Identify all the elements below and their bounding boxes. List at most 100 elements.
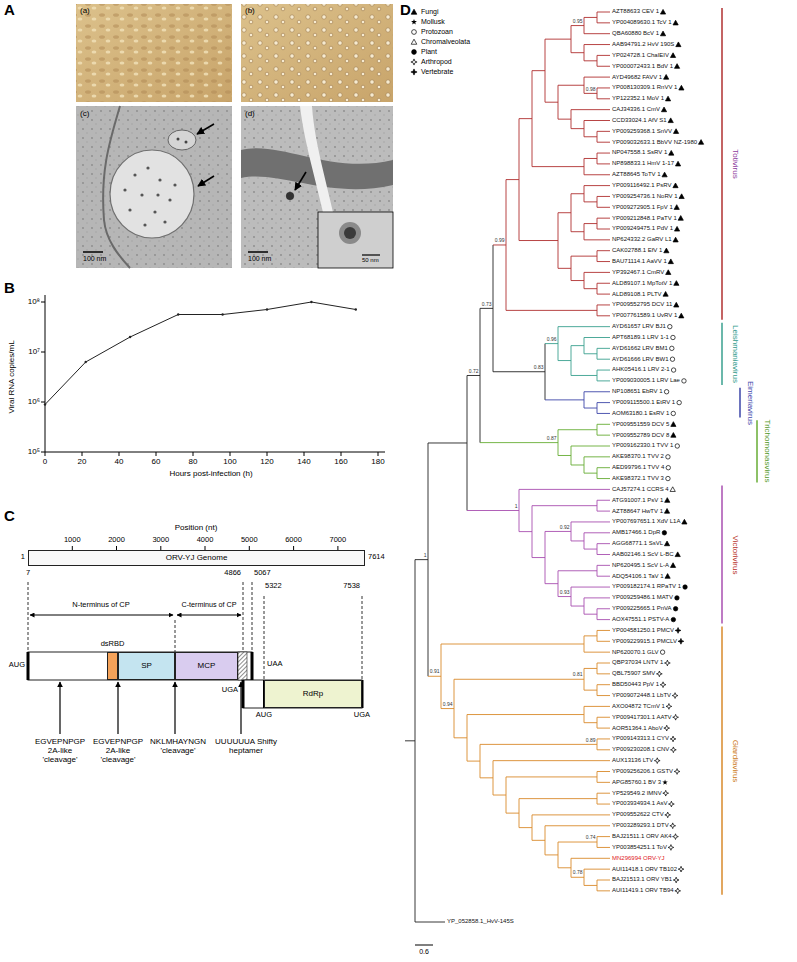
tree-branch — [597, 218, 610, 219]
taxon-label: NP624332.2 GaRV L1 — [612, 236, 672, 243]
tree-branch — [597, 131, 598, 142]
em-texture — [241, 106, 393, 268]
tree-branch — [558, 327, 559, 361]
taxon-label: YP009225665.1 PnVA — [612, 605, 672, 612]
taxon-label: ADQ54106.1 TaV 1 — [612, 573, 664, 580]
position-tick-label: 4000 — [197, 536, 214, 545]
tree-branch — [584, 121, 585, 137]
tree-branch — [571, 375, 597, 376]
position-number: 7614 — [368, 553, 385, 562]
taxon-marker — [666, 704, 672, 710]
axis-tick-label: 0 — [43, 457, 47, 466]
tree-branch — [441, 644, 442, 709]
tree-branch — [558, 85, 559, 119]
tree-branch — [506, 310, 597, 311]
vesicle — [168, 130, 196, 150]
taxon-marker — [668, 324, 672, 328]
taxon-label: YP009551559 DCV 5 — [612, 421, 669, 428]
tree-branch — [597, 793, 610, 794]
taxon-marker — [662, 779, 667, 784]
tree-branch — [493, 760, 610, 761]
taxon-marker — [678, 866, 684, 872]
tree-branch — [584, 392, 585, 408]
taxon-label: ALD89108.1 PLTV — [612, 291, 662, 298]
tree-branch — [597, 630, 610, 631]
tree-branch — [597, 500, 598, 511]
position-number: 7 — [26, 569, 30, 578]
taxon-label: AYD61662 LRV BM1 — [612, 345, 668, 352]
tree-branch — [597, 12, 598, 23]
clade-label: Totivirus — [730, 149, 739, 178]
taxon-marker — [665, 660, 671, 666]
taxon-label: AYD61666 LRV BW1 — [612, 356, 668, 363]
taxon-marker — [664, 248, 669, 253]
taxon-marker — [665, 812, 671, 818]
tree-branch — [597, 55, 598, 66]
tree-branch — [584, 598, 585, 614]
taxon-marker — [656, 671, 662, 677]
tree-branch — [571, 877, 584, 878]
taxon-marker — [675, 444, 679, 448]
tree-branch — [558, 867, 571, 868]
tree-branch — [545, 825, 610, 826]
taxon-label: NP620495.1 ScV L-A — [612, 562, 669, 569]
taxon-marker — [671, 617, 675, 621]
box-label: SP — [141, 661, 152, 670]
taxon-label: YP009182174.1 RPaTV 1 — [612, 583, 681, 590]
cleavage-arrows — [60, 682, 241, 734]
support-value: 0.94 — [442, 702, 453, 708]
support-value: 0.92 — [559, 525, 570, 531]
tree-branch — [584, 391, 610, 392]
taxon-label: YP009552789 DCV 8 — [612, 432, 669, 439]
tree-branch — [584, 272, 610, 273]
tree-branch — [597, 771, 610, 772]
tree-branch — [480, 308, 481, 442]
taxon-marker — [682, 519, 687, 524]
taxon-marker — [673, 834, 679, 840]
tree-branch — [428, 443, 429, 676]
support-value: 0.81 — [572, 672, 583, 678]
scale-bar — [248, 251, 268, 253]
taxon-marker — [670, 736, 676, 742]
clade-label: Eimeriavirus — [745, 381, 754, 425]
tree-branch — [519, 240, 558, 241]
scale-label: 100 nm — [83, 255, 106, 263]
tree-branch — [519, 119, 520, 241]
taxon-label: QBA60880 BcV 1 — [612, 30, 659, 37]
taxon-label: CAJ34336.1 CmV — [612, 106, 660, 113]
taxon-label: YP009032633.1 BbVV NZ-1980 — [612, 139, 697, 146]
tree-branch — [571, 193, 584, 194]
tree-branch — [597, 543, 610, 544]
cleavage-label: NKLMHAYNGN 'cleavage' — [148, 737, 208, 755]
axis-tick-label: 10⁶ — [28, 397, 40, 406]
taxon-label: BAJ21513.1 ORV YB1 — [612, 876, 672, 883]
tree-branch — [441, 644, 584, 645]
taxon-marker — [673, 183, 678, 188]
taxon-label: NP898833.1 HmV 1-17 — [612, 160, 674, 167]
dashed-guides — [28, 582, 362, 680]
taxon-marker — [670, 357, 674, 361]
taxon-label: AGG68771.1 SsVL — [612, 540, 663, 547]
tree-branch — [584, 185, 610, 186]
tree-branch — [584, 239, 610, 240]
tree-branch — [597, 782, 610, 783]
tree-branch — [584, 456, 610, 457]
tree-branch — [467, 761, 480, 762]
clade-bar — [721, 323, 723, 385]
taxon-label: YP009272905.1 FpV 1 — [612, 204, 673, 211]
box-label: MCP — [198, 661, 216, 670]
tree-branch — [597, 630, 598, 641]
support-value: 1 — [514, 504, 518, 510]
axis-tick-label: 20 — [78, 457, 87, 466]
tree-branch — [545, 39, 571, 40]
tree-branch — [597, 196, 610, 197]
tree-branch — [571, 587, 610, 588]
tree-branch — [454, 679, 455, 738]
em-texture — [76, 106, 232, 268]
taxon-label: YP009256206.1 GSTV — [612, 768, 673, 775]
taxon-marker — [679, 313, 684, 318]
tree-branch — [584, 272, 585, 288]
tree-branch — [571, 446, 572, 465]
tree-branch — [597, 359, 610, 360]
codon-label: UGA — [222, 686, 238, 695]
